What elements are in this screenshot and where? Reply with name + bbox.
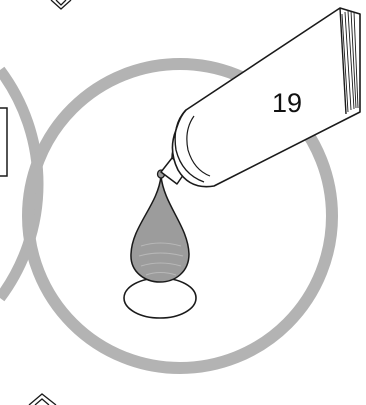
glue-drop-icon xyxy=(131,170,189,282)
top-fragment-icon xyxy=(51,0,71,9)
puddle-icon xyxy=(124,278,196,318)
glue-tube-icon xyxy=(161,8,360,187)
tube-number-label: 19 xyxy=(272,88,302,118)
bottom-fragment-icon xyxy=(29,394,56,405)
left-edge-box xyxy=(0,108,7,176)
